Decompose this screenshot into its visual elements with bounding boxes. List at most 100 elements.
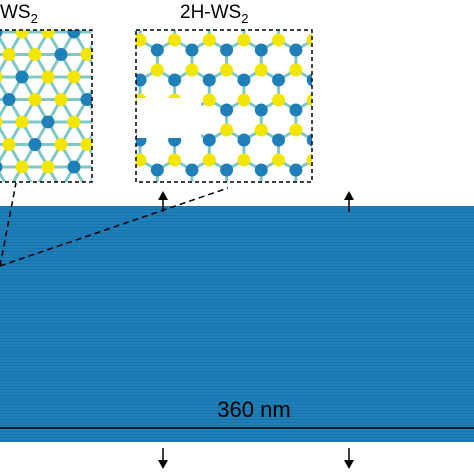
sulfur-atom xyxy=(94,116,107,129)
sulfur-atom xyxy=(324,124,337,137)
scale-label: 360 nm xyxy=(217,397,290,422)
sulfur-atom xyxy=(107,48,120,61)
strain-arrow-icon xyxy=(344,448,354,469)
tungsten-atom xyxy=(185,43,199,57)
sulfur-atom xyxy=(306,93,312,107)
tungsten-atom xyxy=(359,164,372,177)
sulfur-atom xyxy=(306,33,312,47)
bond xyxy=(157,10,174,20)
vacancy-region xyxy=(137,98,201,138)
tungsten-atom xyxy=(150,163,164,177)
tungsten-atom xyxy=(341,14,354,27)
sulfur-atom xyxy=(324,4,337,17)
sulfur-atom xyxy=(0,116,3,128)
sulfur-atom xyxy=(136,33,147,47)
sulfur-atom xyxy=(255,4,268,17)
bond xyxy=(331,40,348,50)
bond xyxy=(105,40,122,50)
sulfur-atom xyxy=(28,48,42,61)
sulfur-atom xyxy=(15,160,29,174)
sulfur-atom xyxy=(254,123,268,137)
bond xyxy=(123,190,140,200)
tungsten-atom xyxy=(28,138,42,151)
tungsten-atom xyxy=(99,194,112,207)
sulfur-atom xyxy=(99,34,112,47)
tungsten-atom xyxy=(116,164,129,177)
tungsten-atom xyxy=(254,43,268,57)
bond xyxy=(89,177,92,182)
bond xyxy=(175,190,192,200)
bond xyxy=(313,130,330,140)
bond xyxy=(331,130,348,140)
bond xyxy=(313,190,330,200)
sulfur-atom xyxy=(168,33,182,47)
tungsten-atom xyxy=(272,133,286,147)
sulfur-atom xyxy=(341,154,354,167)
tungsten-atom xyxy=(289,163,303,177)
strain-arrow-icon xyxy=(158,191,168,212)
right-inset-border xyxy=(135,29,313,183)
tungsten-atom xyxy=(289,43,303,57)
sulfur-atom xyxy=(272,153,286,167)
bond xyxy=(105,190,122,200)
sulfur-atom xyxy=(80,138,92,151)
sulfur-atom xyxy=(359,64,372,77)
sulfur-atom xyxy=(359,124,372,137)
bond xyxy=(261,10,278,20)
left-inset: WS2 xyxy=(0,2,120,196)
sulfur-atom xyxy=(237,33,251,47)
bond xyxy=(313,100,330,110)
sulfur-atom xyxy=(107,93,120,106)
tungsten-atom xyxy=(107,138,120,151)
bond xyxy=(261,190,278,200)
tungsten-atom xyxy=(67,30,81,39)
tungsten-atom xyxy=(324,164,337,177)
sulfur-atom xyxy=(341,34,354,47)
sulfur-atom xyxy=(54,138,68,151)
tungsten-atom xyxy=(55,183,68,196)
sulfur-atom xyxy=(289,63,303,77)
tungsten-atom xyxy=(272,194,285,207)
bond xyxy=(123,10,140,20)
tungsten-atom xyxy=(150,43,164,57)
sulfur-atom xyxy=(15,115,29,129)
bond xyxy=(331,70,348,80)
sulfur-atom xyxy=(254,63,268,77)
bond xyxy=(105,130,122,140)
sulfur-atom xyxy=(0,71,3,83)
bond xyxy=(100,145,113,168)
sulfur-atom xyxy=(168,153,182,167)
tungsten-atom xyxy=(99,14,112,27)
tungsten-atom xyxy=(134,194,147,207)
sulfur-atom xyxy=(54,93,68,106)
tungsten-atom xyxy=(80,93,92,106)
bond xyxy=(296,10,313,20)
bond xyxy=(313,10,330,20)
sulfur-atom xyxy=(272,93,286,107)
tungsten-atom xyxy=(168,73,182,87)
callout-line-right xyxy=(0,187,229,267)
tungsten-atom xyxy=(220,43,234,57)
bond xyxy=(105,100,122,110)
sulfur-atom xyxy=(185,184,198,197)
bond xyxy=(331,100,348,110)
sulfur-atom xyxy=(2,48,16,61)
bond xyxy=(313,40,330,50)
strain-arrow-icon xyxy=(158,448,168,469)
left-inset-border xyxy=(0,29,93,183)
sulfur-atom xyxy=(41,30,55,39)
sulfur-atom xyxy=(151,4,164,17)
tungsten-atom xyxy=(237,133,251,147)
bond xyxy=(348,130,365,140)
tungsten-atom xyxy=(307,14,320,27)
right-inset-title-main: 2H-WS xyxy=(180,2,241,23)
sulfur-atom xyxy=(80,48,92,61)
tungsten-atom xyxy=(168,194,181,207)
bond xyxy=(313,70,330,80)
sulfur-atom xyxy=(116,4,129,17)
bond xyxy=(100,55,113,78)
bond xyxy=(348,10,365,20)
sulfur-atom xyxy=(237,93,251,107)
bond xyxy=(100,77,113,100)
sulfur-atom xyxy=(289,4,302,17)
